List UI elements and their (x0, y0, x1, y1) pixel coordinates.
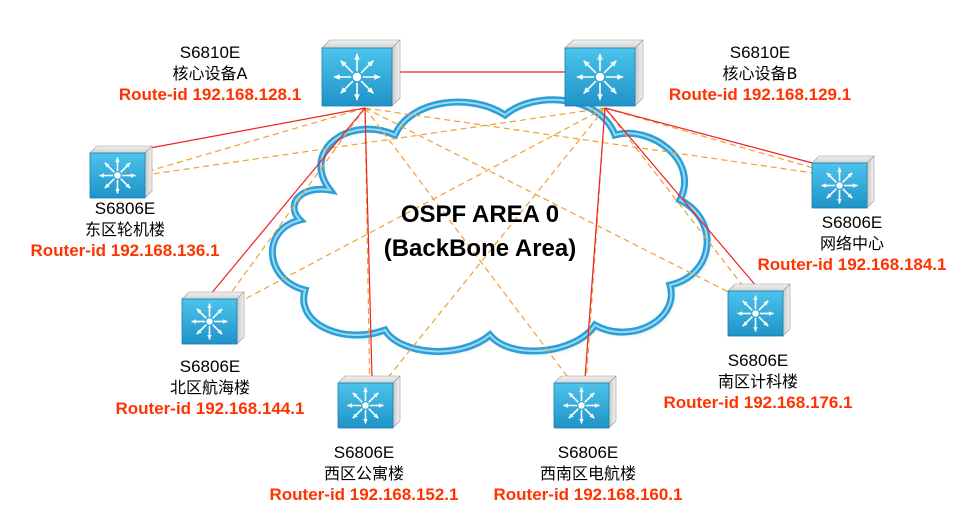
access-link (604, 107, 821, 166)
access-link (604, 107, 758, 288)
area-title-line2: (BackBone Area) (383, 235, 577, 262)
access-link (149, 107, 366, 149)
device-name: 东区轮机楼 (84, 220, 165, 239)
layer3-switch-icon (337, 375, 401, 429)
access-link (209, 107, 366, 296)
model-label: S6810E (179, 43, 241, 62)
layer3-switch-icon (564, 39, 644, 107)
mesh-link (369, 107, 606, 401)
label-net: S6806E 网络中心 Router-id 192.168.184.1 (742, 212, 962, 275)
model-label: S6806E (333, 443, 395, 462)
router-id: Router-id 192.168.144.1 (115, 399, 305, 418)
device-name: 北区航海楼 (169, 378, 250, 397)
label-east: S6806E 东区轮机楼 Router-id 192.168.136.1 (15, 198, 235, 261)
mesh-link (604, 107, 761, 309)
layer3-switch-icon (811, 155, 875, 209)
mesh-link (604, 107, 849, 179)
device-name: 西南区电航楼 (539, 464, 636, 483)
mesh-link (364, 107, 371, 401)
primary-links (149, 71, 821, 379)
label-southwest: S6806E 西南区电航楼 Router-id 192.168.160.1 (478, 442, 698, 505)
device-name: 核心设备B (722, 64, 798, 83)
layer3-switch-icon (727, 283, 791, 337)
label-south: S6806E 南区计科楼 Router-id 192.168.176.1 (648, 350, 868, 413)
area-title: OSPF AREA 0 (BackBone Area) (330, 198, 630, 266)
mesh-link (364, 107, 586, 401)
router-id: Route-id 192.168.129.1 (668, 85, 852, 104)
device-name: 核心设备A (172, 64, 248, 83)
device-name: 西区公寓楼 (323, 464, 404, 483)
router-id: Route-id 192.168.128.1 (118, 85, 302, 104)
layer3-switch-icon (89, 145, 153, 199)
device-name: 南区计科楼 (717, 372, 798, 391)
router-id: Router-id 192.168.160.1 (493, 485, 683, 504)
label-core-b: S6810E 核心设备B Route-id 192.168.129.1 (655, 42, 865, 105)
mesh-links (124, 107, 849, 401)
router-id: Router-id 192.168.184.1 (757, 255, 947, 274)
model-label: S6806E (821, 213, 883, 232)
mesh-link (364, 107, 849, 179)
device-name: 网络中心 (819, 234, 884, 253)
label-core-a: S6810E 核心设备A Route-id 192.168.128.1 (110, 42, 310, 105)
access-link (364, 107, 373, 379)
mesh-link (124, 107, 606, 179)
layer3-switch-icon (181, 291, 245, 345)
mesh-link (124, 107, 366, 179)
label-north: S6806E 北区航海楼 Router-id 192.168.144.1 (100, 356, 320, 419)
switch-layer (89, 39, 875, 429)
ospf-area-cloud (269, 96, 711, 356)
router-id: Router-id 192.168.152.1 (269, 485, 459, 504)
mesh-link (584, 107, 606, 401)
access-link (584, 107, 606, 379)
area-title-line1: OSPF AREA 0 (400, 201, 560, 228)
router-id: Router-id 192.168.176.1 (663, 393, 853, 412)
label-west: S6806E 西区公寓楼 Router-id 192.168.152.1 (254, 442, 474, 505)
model-label: S6810E (729, 43, 791, 62)
mesh-link (214, 107, 606, 316)
model-label: S6806E (727, 351, 789, 370)
layer3-switch-icon (553, 375, 617, 429)
model-label: S6806E (179, 357, 241, 376)
router-id: Router-id 192.168.136.1 (30, 241, 220, 260)
mesh-link (364, 107, 761, 309)
model-label: S6806E (557, 443, 619, 462)
layer3-switch-icon (321, 39, 401, 107)
model-label: S6806E (94, 199, 156, 218)
mesh-link (214, 107, 366, 316)
